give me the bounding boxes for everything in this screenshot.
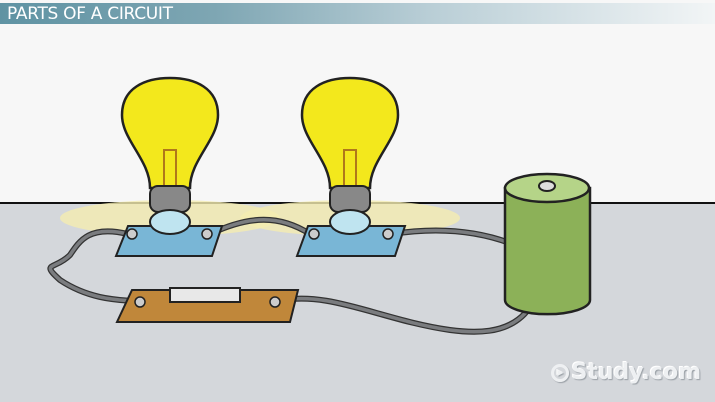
play-icon: ▶	[551, 363, 570, 382]
bulb-base-plate-1	[114, 225, 224, 257]
bulb-base-plate-2	[295, 225, 407, 257]
light-bulb-1	[120, 76, 220, 235]
logo-text: Study.com	[571, 360, 701, 385]
light-bulb-2	[300, 76, 400, 235]
battery	[503, 172, 592, 316]
switch	[115, 287, 300, 323]
title-bar: PARTS OF A CIRCUIT	[0, 3, 715, 24]
study-logo: ▶ Study.com	[551, 360, 701, 385]
slide-title: PARTS OF A CIRCUIT	[7, 4, 173, 24]
